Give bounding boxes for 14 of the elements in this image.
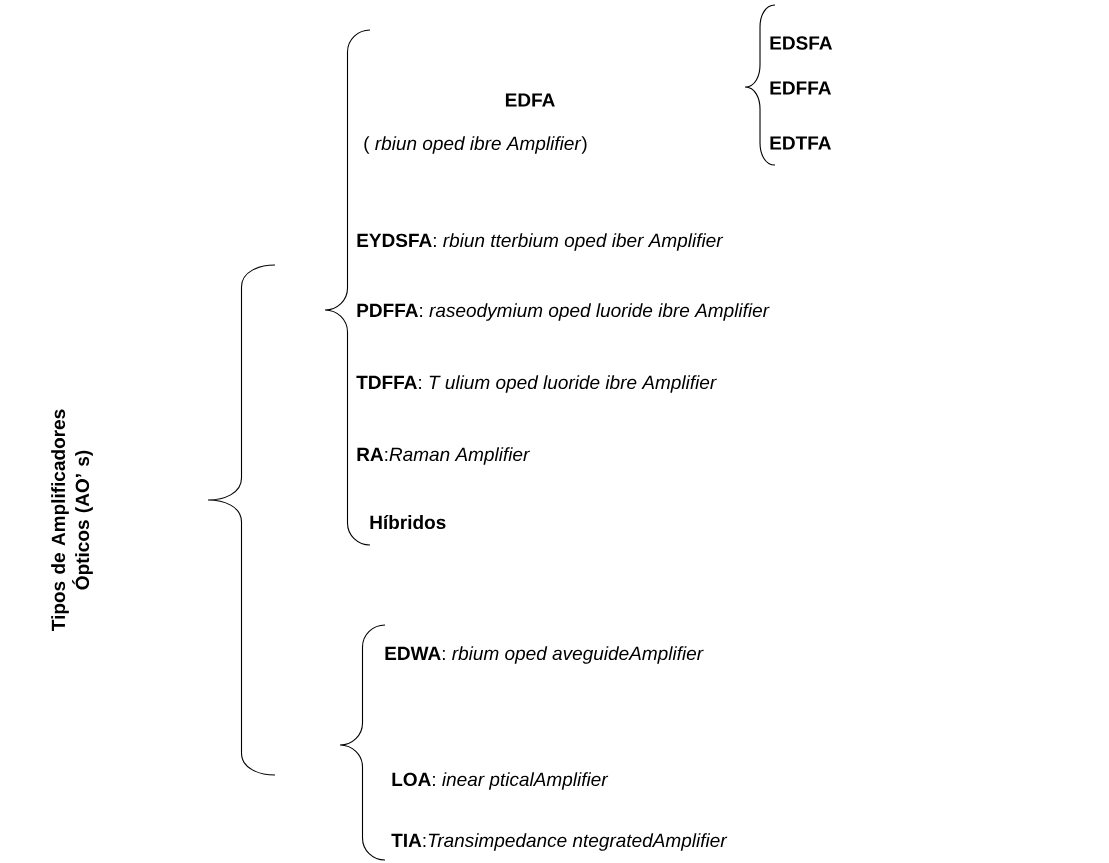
term-definition: EDWA: rbium oped aveguideAmplifier [385, 646, 704, 664]
term-definition: ( rbiun oped ibre Amplifier) [364, 136, 587, 154]
term-definition: EYDSFA: rbiun tterbium oped iber Amplifier [357, 233, 724, 251]
rotated-title: Tipos de Amplificadores Ópticos (AO’ s) [51, 409, 93, 631]
category-label: EDFFA [770, 81, 831, 95]
category-label: EDSFA [770, 36, 833, 50]
term-definition: RA:Raman Amplifier [357, 447, 530, 465]
term-definition: TDFFA: T ulium oped luoride ibre Amplifier [356, 375, 717, 393]
term-definition: TIA:Transimpedance ntegratedAmplifier [391, 833, 728, 851]
term-definition: LOA: inear pticalAmplifier [392, 772, 609, 790]
category-label: Híbridos [370, 514, 446, 530]
term-definition: PDFFA: raseodymium oped luoride ibre Amplifier [357, 303, 770, 321]
category-label: EDTFA [770, 136, 831, 150]
category-label: EDFA [505, 93, 555, 107]
